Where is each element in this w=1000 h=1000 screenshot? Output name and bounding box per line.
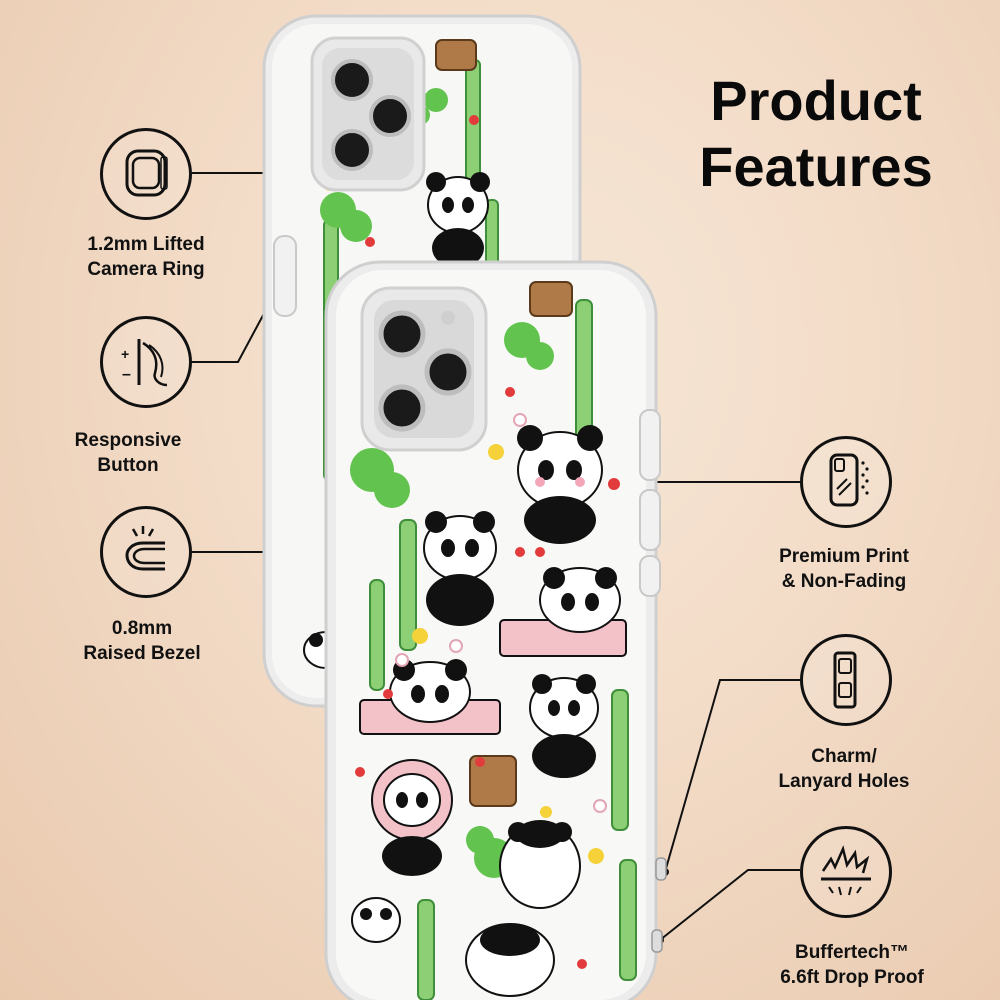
title-line-1: Product bbox=[710, 69, 922, 132]
camera-ring-icon bbox=[125, 149, 168, 197]
feature-camera-ring bbox=[100, 128, 192, 220]
panda-sitting bbox=[529, 674, 599, 778]
panda-flower bbox=[371, 759, 453, 876]
panda-mat bbox=[389, 659, 471, 723]
svg-text:+: + bbox=[121, 346, 129, 362]
feature-label-raised-bezel: 0.8mm Raised Bezel bbox=[83, 618, 201, 664]
feature-label-premium-print: Premium Print & Non-Fading bbox=[779, 546, 909, 592]
drop-proof-icon bbox=[821, 845, 871, 896]
feature-label-drop-proof: Buffertech™ 6.6ft Drop Proof bbox=[780, 942, 924, 988]
panda-waving bbox=[517, 425, 603, 544]
feature-label-camera-ring: 1.2mm Lifted Camera Ring bbox=[87, 234, 205, 280]
feature-label-lanyard-holes: Charm/ Lanyard Holes bbox=[778, 746, 910, 792]
page-title: Product Features bbox=[676, 68, 956, 200]
title-line-2: Features bbox=[699, 135, 933, 198]
panda-bottom bbox=[351, 897, 555, 997]
panda-eating bbox=[423, 511, 497, 626]
button-icon: + – bbox=[121, 339, 168, 387]
lanyard-icon bbox=[833, 651, 857, 709]
feature-lanyard-holes bbox=[800, 634, 892, 726]
feature-label-responsive-button: Responsive Button bbox=[74, 430, 182, 476]
feature-raised-bezel bbox=[100, 506, 192, 598]
feature-drop-proof bbox=[800, 826, 892, 918]
feature-premium-print bbox=[800, 436, 892, 528]
panda-lying bbox=[539, 567, 621, 633]
bezel-icon bbox=[125, 526, 165, 571]
print-icon bbox=[829, 453, 869, 507]
feature-responsive-button: + – bbox=[100, 316, 192, 408]
panda-back bbox=[499, 820, 581, 909]
svg-text:–: – bbox=[122, 366, 131, 383]
